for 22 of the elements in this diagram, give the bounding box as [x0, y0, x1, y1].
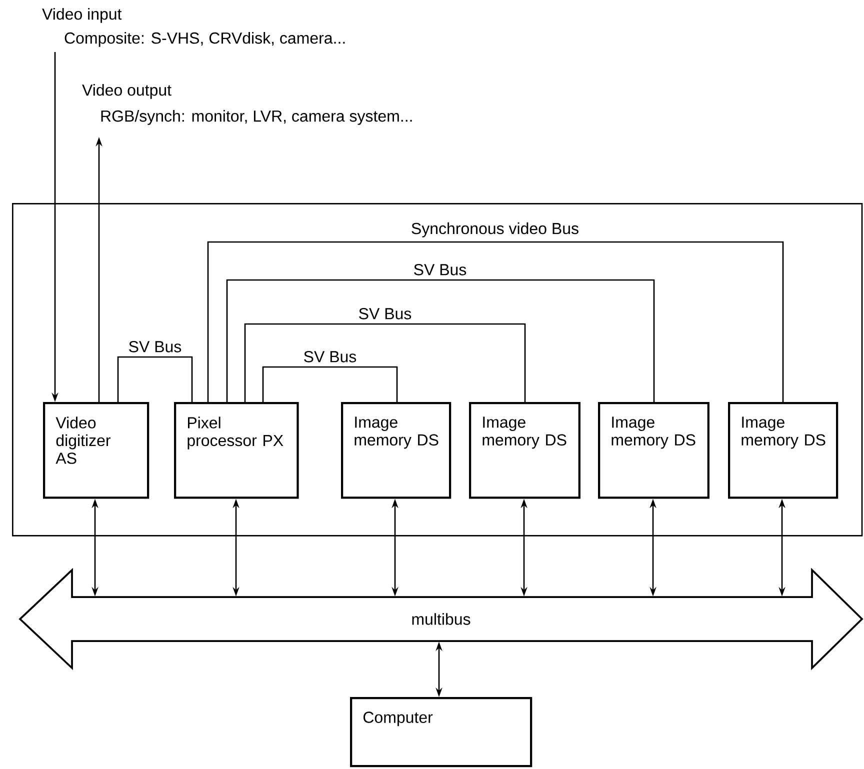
system-frame — [12, 203, 863, 536]
signal-description: RGB/synch: monitor, LVR, camera system... — [101, 110, 412, 125]
bus-line — [207, 241, 784, 402]
edge-label: Synchronous video Bus — [412, 222, 578, 238]
edge-label: SV Bus — [414, 264, 466, 276]
process-box: Image memory DS — [341, 402, 452, 499]
edge-label: SV Bus — [359, 308, 412, 320]
signal-description: Composite: S-VHS, CRVdisk, camera... — [64, 32, 345, 47]
bus-line — [117, 356, 193, 402]
process-box: Video digitizer AS — [43, 402, 150, 499]
process-box: Image memory DS — [728, 402, 838, 499]
bus-line — [226, 279, 655, 402]
process-box: Pixel processor PX — [174, 402, 299, 499]
edge-label: SV Bus — [304, 351, 356, 362]
signal-heading: Video input — [42, 8, 122, 23]
bus-line — [262, 366, 398, 402]
edge-label: SV Bus — [129, 341, 182, 352]
process-box: Computer — [350, 697, 532, 768]
bus-line — [244, 323, 526, 402]
process-box: Image memory DS — [469, 402, 580, 499]
signal-heading: Video output — [82, 84, 172, 99]
process-box: Image memory DS — [598, 402, 710, 499]
